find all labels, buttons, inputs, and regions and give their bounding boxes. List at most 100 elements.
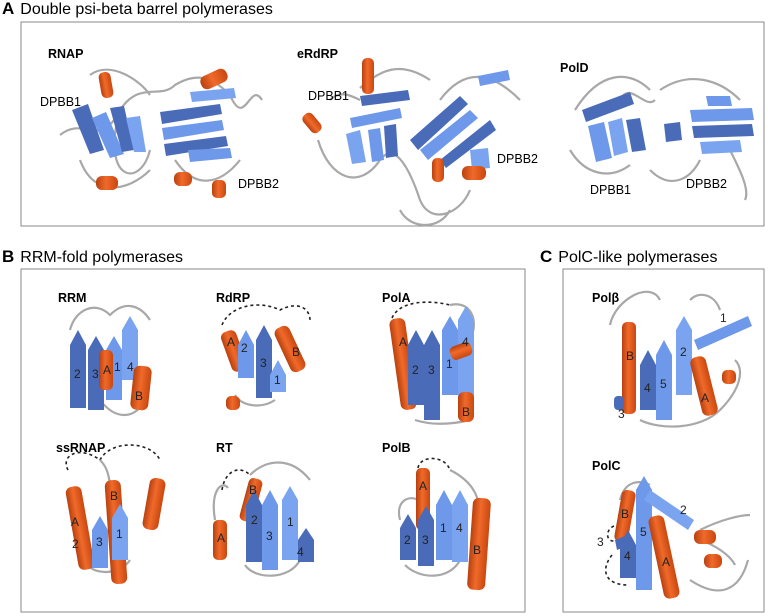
structure-rt: RT B A 2 3 1 4 bbox=[212, 441, 314, 577]
disordered-loop-rdrp bbox=[221, 304, 311, 326]
helix-rnap bbox=[96, 176, 118, 190]
domain-label-dpbb1-erdrp: DPBB1 bbox=[308, 89, 349, 103]
element-label-pola: B bbox=[462, 405, 470, 419]
strand-pola bbox=[442, 316, 458, 395]
strand-polb bbox=[400, 514, 416, 560]
disordered-loop-pola bbox=[391, 301, 451, 319]
strand-rdrp bbox=[238, 330, 254, 378]
element-label-polbeta: 3 bbox=[618, 407, 625, 421]
strand-pold bbox=[690, 108, 754, 122]
structure-name-polbeta: Polβ bbox=[592, 291, 619, 305]
structure-name-erdrp: eRdRP bbox=[297, 47, 338, 61]
domain-label-dpbb1-pold: DPBB1 bbox=[590, 183, 631, 197]
element-label-pola: 2 bbox=[412, 363, 419, 377]
strand-polbeta bbox=[614, 396, 624, 410]
helix-rrm bbox=[99, 350, 113, 390]
helix-erdrp bbox=[362, 58, 374, 94]
structure-pola: PolA A 2 3 1 4 B bbox=[382, 291, 475, 425]
helix-rdrp bbox=[274, 325, 306, 373]
strand-polb bbox=[436, 490, 452, 560]
strand-rt bbox=[246, 490, 262, 562]
strand-erdrp bbox=[384, 124, 398, 158]
helix-rt bbox=[213, 520, 227, 560]
strand-pold bbox=[582, 92, 634, 122]
strand-polc bbox=[644, 490, 694, 530]
strand-pold bbox=[608, 118, 628, 156]
element-label-polb: 3 bbox=[422, 533, 429, 547]
element-label-rdrp: A bbox=[227, 335, 235, 349]
element-label-polc: B bbox=[621, 507, 629, 521]
helix-ssrnap bbox=[142, 477, 166, 531]
element-label-rrm: 1 bbox=[114, 360, 121, 374]
panel-a-frame bbox=[20, 21, 765, 227]
element-label-rt: 3 bbox=[266, 529, 273, 543]
strand-rt bbox=[282, 486, 298, 560]
helix-rnap bbox=[98, 71, 114, 99]
element-label-rt: 1 bbox=[287, 515, 294, 529]
helix-pola bbox=[458, 392, 474, 422]
strand-rnap bbox=[126, 116, 146, 152]
element-label-polc: 5 bbox=[640, 525, 647, 539]
panel-b-frame bbox=[20, 268, 526, 613]
element-label-polbeta: 2 bbox=[680, 345, 687, 359]
strand-polbeta bbox=[694, 316, 752, 350]
element-label-polbeta: B bbox=[626, 349, 634, 363]
strand-polbeta bbox=[676, 316, 692, 395]
element-label-pola: 4 bbox=[462, 335, 469, 349]
element-label-rt: 4 bbox=[297, 545, 304, 559]
disordered-loop-polc bbox=[604, 525, 629, 586]
strand-erdrp bbox=[440, 120, 496, 168]
disordered-loop-rt bbox=[221, 469, 251, 491]
element-label-rdrp: 3 bbox=[260, 356, 267, 370]
element-label-ssrnap: B bbox=[110, 489, 118, 503]
element-label-rt: A bbox=[217, 531, 225, 545]
element-label-rrm: 2 bbox=[74, 367, 81, 381]
element-label-polb: 4 bbox=[456, 521, 463, 535]
element-label-rt: 2 bbox=[251, 513, 258, 527]
element-label-polbeta: 1 bbox=[720, 311, 727, 325]
domain-label-dpbb2-pold: DPBB2 bbox=[686, 177, 727, 191]
strand-pold bbox=[588, 122, 612, 162]
strand-erdrp bbox=[360, 90, 410, 106]
element-label-rrm: A bbox=[103, 363, 111, 377]
helix-rnap bbox=[174, 172, 192, 186]
element-label-rdrp: B bbox=[292, 345, 300, 359]
strand-pola bbox=[408, 330, 424, 405]
element-label-polc: 4 bbox=[624, 549, 631, 563]
helix-ssrnap bbox=[65, 486, 95, 570]
strand-erdrp bbox=[346, 130, 366, 164]
element-label-rdrp: 2 bbox=[241, 341, 248, 355]
strand-pold bbox=[664, 122, 682, 142]
structure-name-pola: PolA bbox=[382, 291, 410, 305]
element-label-polc: 2 bbox=[680, 503, 687, 517]
strand-erdrp bbox=[470, 148, 490, 170]
strand-polbeta bbox=[640, 350, 656, 410]
element-label-polbeta: 5 bbox=[660, 377, 667, 391]
strand-rt bbox=[262, 490, 278, 570]
helix-erdrp bbox=[462, 166, 486, 180]
strand-pold bbox=[706, 96, 732, 106]
element-label-polb: 1 bbox=[440, 521, 447, 535]
strand-pold bbox=[626, 118, 646, 152]
strand-erdrp bbox=[368, 128, 384, 162]
element-label-polc: A bbox=[662, 555, 670, 569]
element-label-polbeta: A bbox=[701, 391, 709, 405]
helix-polbeta bbox=[622, 322, 636, 414]
element-label-polb: A bbox=[419, 479, 427, 493]
strand-rnap bbox=[190, 88, 236, 102]
helix-rnap bbox=[212, 180, 226, 198]
strand-polbeta bbox=[656, 340, 672, 420]
domain-label-dpbb1-rnap: DPBB1 bbox=[40, 95, 81, 109]
helix-rrm bbox=[130, 365, 152, 411]
element-label-ssrnap: 3 bbox=[96, 535, 103, 549]
element-label-ssrnap: 1 bbox=[116, 527, 123, 541]
element-label-polbeta: 4 bbox=[644, 381, 651, 395]
strand-ssrnap bbox=[112, 504, 128, 560]
element-label-pola: 3 bbox=[428, 363, 435, 377]
helix-polc bbox=[614, 489, 636, 543]
strand-erdrp bbox=[410, 96, 468, 150]
